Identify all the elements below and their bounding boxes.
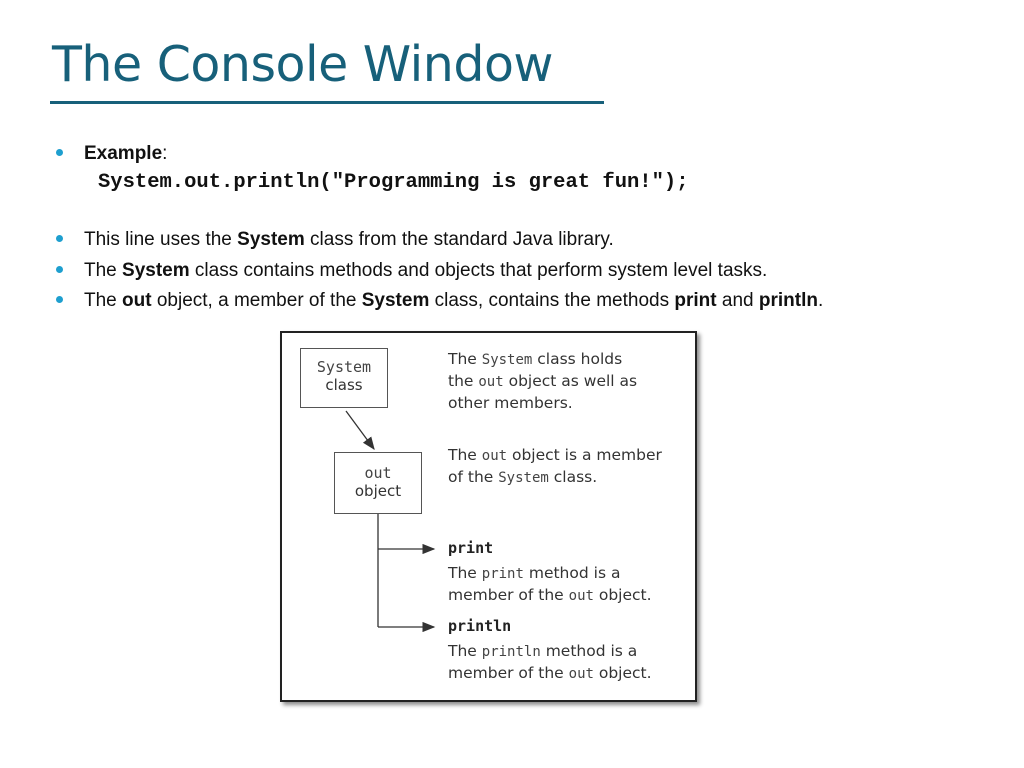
system-box-label: class	[325, 376, 363, 394]
println-label: println	[448, 617, 512, 635]
text-run: the	[448, 372, 479, 390]
bullet-dot	[56, 296, 63, 303]
text-run: method is a	[540, 642, 638, 660]
text-run-bold: print	[674, 290, 717, 311]
text-run: class from the standard Java library.	[304, 229, 614, 250]
code-run: out	[568, 666, 594, 682]
code-run: out	[478, 374, 504, 390]
text-run: class, contains the methods	[429, 290, 675, 311]
code-run: out	[481, 448, 508, 464]
text-run: The	[84, 260, 123, 281]
text-run: class holds	[532, 350, 623, 368]
code-run: print	[481, 566, 524, 582]
slide-title: The Console Window	[52, 36, 554, 93]
code-suffix: );	[663, 171, 689, 194]
diagram-connectors	[345, 410, 436, 633]
text-run: The	[448, 350, 482, 368]
text-run: method is a	[523, 564, 621, 582]
title-underline	[50, 101, 604, 104]
text-run: and	[716, 290, 759, 311]
code-run: System	[498, 470, 549, 486]
text-run: The	[448, 564, 482, 582]
code-example: System.out.println("Programming is great…	[98, 171, 689, 194]
out-box-code: out	[364, 464, 392, 482]
out-box-label: object	[354, 482, 402, 500]
code-string: "Programming is great fun!"	[331, 171, 664, 194]
text-run: member of the	[448, 664, 569, 682]
code-run: System	[481, 352, 533, 368]
code-run: out	[568, 588, 594, 604]
bullet-4-text: The out object, a member of the System c…	[84, 289, 936, 313]
out-note: The out object is a member of the System…	[448, 445, 662, 489]
println-note: The println method is a member of the ou…	[448, 641, 652, 685]
text-run-bold: println	[758, 290, 818, 311]
text-run: member of the	[448, 586, 569, 604]
system-to-out-arrow	[345, 410, 375, 451]
text-run-bold: System	[122, 260, 190, 281]
text-run: The	[448, 642, 482, 660]
text-run-bold: out	[122, 290, 152, 311]
print-label: print	[448, 539, 494, 557]
text-run: The	[84, 290, 123, 311]
text-run-bold: System	[237, 229, 305, 250]
system-note: The System class holds the out object as…	[448, 349, 637, 414]
system-box-code: System	[316, 358, 372, 376]
text-run: .	[817, 290, 824, 311]
text-run-bold: System	[361, 290, 430, 311]
bullet-3-text: The System class contains methods and ob…	[84, 259, 767, 283]
system-class-box: System class	[300, 348, 388, 408]
text-run: of the	[448, 468, 499, 486]
text-run: class contains methods and objects that …	[189, 260, 768, 281]
text-run: object, a member of the	[151, 290, 362, 311]
example-label: Example	[84, 143, 163, 164]
example-line: Example:	[84, 142, 167, 166]
code-run: println	[481, 644, 541, 660]
text-run: object.	[593, 586, 652, 604]
text-run: object as well as	[503, 372, 638, 390]
system-out-diagram: System class out object The System class…	[280, 331, 697, 702]
text-run: object is a member	[507, 446, 662, 464]
text-run: The	[448, 446, 482, 464]
print-note: The print method is a member of the out …	[448, 563, 652, 607]
text-run: other members.	[448, 394, 573, 412]
bullet-2-text: This line uses the System class from the…	[84, 228, 614, 252]
example-colon: :	[162, 143, 168, 164]
bullet-dot	[56, 266, 63, 273]
bullet-dot	[56, 149, 63, 156]
bullet-dot	[56, 235, 63, 242]
code-prefix: System.out.println(	[98, 171, 332, 194]
out-object-box: out object	[334, 452, 422, 514]
text-run: This line uses the	[84, 229, 238, 250]
text-run: class.	[548, 468, 598, 486]
text-run: object.	[593, 664, 652, 682]
